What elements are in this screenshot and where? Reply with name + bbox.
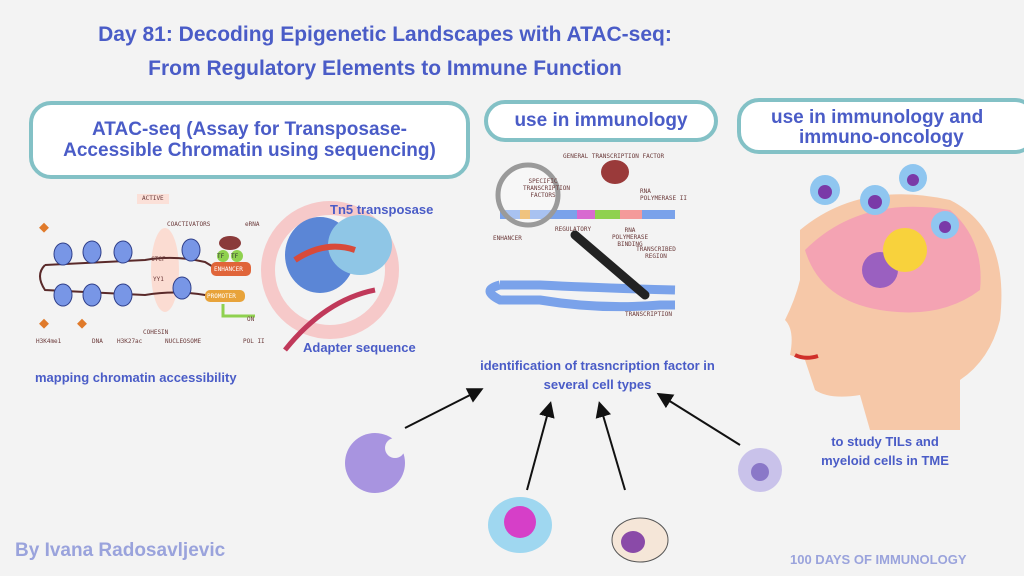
adapter-label: Adapter sequence — [303, 340, 416, 355]
active-badge — [137, 194, 169, 204]
oncology-heading-box: use in immunology and immuno-oncology — [737, 98, 1024, 154]
title-line-2: From Regulatory Elements to Immune Funct… — [148, 57, 622, 80]
arrow — [656, 392, 741, 446]
brain-head-illustration — [785, 164, 1002, 430]
page-title: Day 81: Decoding Epigenetic Landscapes w… — [0, 18, 770, 86]
immunology-caption-line-1: identification of trasncription factor i… — [480, 358, 715, 373]
label-tf: TF — [217, 253, 225, 260]
label-nucleosome: NUCLEOSOME — [165, 338, 202, 345]
label-dna: DNA — [92, 338, 103, 345]
plasma-cell-icon — [611, 517, 669, 563]
arrow — [526, 401, 555, 491]
label-h3k4me1: H3K4me1 — [36, 338, 62, 345]
label-pol-ii: POL II — [243, 338, 265, 345]
immunology-heading-box: use in immunology — [484, 100, 718, 142]
atac-heading-line-2: Accessible Chromatin using sequencing) — [63, 140, 436, 161]
transcription-diagram — [485, 160, 676, 312]
dna-strand — [39, 256, 216, 301]
coactivator-shape — [219, 236, 241, 250]
atac-heading-box: ATAC-seq (Assay for Transposase- Accessi… — [29, 101, 470, 179]
author-credit: By Ivana Radosavljevic — [15, 540, 226, 561]
label-erna: eRNA — [245, 221, 260, 228]
promoter-box — [205, 290, 245, 302]
oncology-caption: to study TILs and myeloid cells in TME — [815, 432, 955, 470]
magnifying-glass-icon — [495, 162, 561, 228]
label-ctcf: CTCF — [151, 256, 166, 263]
label-enhancer-2: ENHANCER — [493, 235, 522, 242]
nucleosomes — [53, 238, 201, 307]
label-specific-tf: SPECIFIC TRANSCRIPTION FACTORS — [523, 178, 570, 199]
tf-circle — [231, 250, 243, 262]
oncology-caption-line-1: to study TILs and — [831, 434, 939, 449]
immunology-heading: use in immunology — [514, 110, 688, 131]
tn5-transposase-illustration — [261, 201, 399, 352]
tf-circle — [217, 250, 229, 262]
label-rna-pol: RNA POLYMERASE II — [640, 188, 687, 202]
chromatin-diagram — [39, 194, 255, 329]
label-coactivators: COACTIVATORS — [167, 221, 211, 228]
label-cohesin: COHESIN — [143, 329, 169, 336]
immunology-caption: identification of trasncription factor i… — [455, 356, 740, 394]
cohesin-ring — [151, 228, 179, 312]
label-general-tf: GENERAL TRANSCRIPTION FACTOR — [563, 153, 665, 160]
label-enhancer: ENHANCER — [214, 266, 243, 273]
oncology-heading-line-2: immuno-oncology — [799, 127, 964, 148]
oncology-heading-line-1: use in immunology and — [771, 107, 984, 128]
label-promoter: PROMOTER — [207, 293, 236, 300]
label-transcribed-region: TRANSCRIBED REGION — [636, 246, 676, 260]
label-on: ON — [247, 316, 255, 323]
label-transcription: TRANSCRIPTION — [625, 311, 672, 318]
tn5-label: Tn5 transposase — [330, 202, 434, 217]
macrophage-cell-icon — [345, 433, 405, 493]
oncology-caption-line-2: myeloid cells in TME — [821, 453, 949, 468]
series-label: 100 DAYS OF IMMUNOLOGY — [790, 552, 967, 567]
label-rna-pol-binding: RNA POLYMERASE BINDING — [611, 227, 649, 248]
atac-caption: mapping chromatin accessibility — [35, 370, 237, 385]
enhancer-box — [211, 262, 251, 276]
arrow — [595, 401, 626, 491]
arrow — [404, 388, 484, 429]
granulocyte-cell-icon — [738, 448, 782, 492]
lymphocyte-cell-icon — [488, 497, 552, 553]
label-regulatory: REGULATORY — [555, 226, 592, 233]
immunology-caption-line-2: several cell types — [543, 377, 652, 392]
atac-heading-line-1: ATAC-seq (Assay for Transposase- — [92, 119, 407, 140]
label-active: ACTIVE — [142, 195, 164, 202]
transcription-arrow-icon — [221, 304, 255, 318]
label-yy1: YY1 — [153, 276, 164, 283]
label-tf: TF — [231, 253, 239, 260]
label-h3k27ac: H3K27ac — [117, 338, 143, 345]
title-line-1: Day 81: Decoding Epigenetic Landscapes w… — [98, 23, 672, 46]
